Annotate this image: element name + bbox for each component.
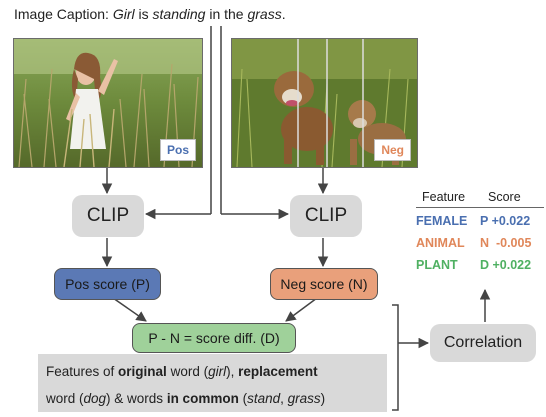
clip-box-left: CLIP <box>72 195 144 237</box>
caption-word-standing: standing <box>152 6 206 22</box>
caption-text: . <box>281 6 286 22</box>
positive-image: Pos <box>13 38 203 168</box>
correlation-box: Correlation <box>430 324 536 362</box>
features-line-1: Features of original word (girl), replac… <box>46 364 318 379</box>
header-score: Score <box>488 190 521 204</box>
features-bracket <box>392 304 399 411</box>
row-feature: ANIMAL <box>416 236 465 250</box>
row-feature: FEMALE <box>416 214 468 228</box>
pos-score-box: Pos score (P) <box>54 268 161 300</box>
score-diff-box: P - N = score diff. (D) <box>132 323 296 353</box>
neg-to-diff-arrow <box>285 297 318 322</box>
neg-score-box: Neg score (N) <box>270 268 378 300</box>
caption-text: is <box>134 6 153 22</box>
table-row: ANIMAL N -0.005 <box>416 236 544 258</box>
table-header: Feature Score <box>416 190 544 204</box>
row-feature: PLANT <box>416 258 458 272</box>
row-score: P +0.022 <box>480 214 531 228</box>
table-header-divider <box>416 207 544 208</box>
negative-image: Neg <box>231 38 418 168</box>
caption-word-grass: grass <box>247 6 282 22</box>
features-line-2: word (dog) & words in common (stand, gra… <box>46 391 326 406</box>
pos-to-diff-arrow <box>112 297 147 322</box>
features-box: Features of original word (girl), replac… <box>38 354 387 412</box>
table-row: FEMALE P +0.022 <box>416 214 544 236</box>
caption-text: in the <box>205 6 248 22</box>
header-feature: Feature <box>422 190 466 204</box>
row-score: N -0.005 <box>480 236 532 250</box>
pos-tag: Pos <box>159 139 196 161</box>
caption-label: Image Caption: <box>14 6 109 22</box>
clip-box-right: CLIP <box>290 195 362 237</box>
neg-tag: Neg <box>374 139 411 161</box>
row-score: D +0.022 <box>480 258 532 272</box>
image-caption: Image Caption: Girl is standing in the g… <box>14 6 286 22</box>
caption-word-girl: Girl <box>112 6 135 22</box>
feature-score-table: Feature Score FEMALE P +0.022 ANIMAL N -… <box>416 190 544 280</box>
table-row: PLANT D +0.022 <box>416 258 544 280</box>
